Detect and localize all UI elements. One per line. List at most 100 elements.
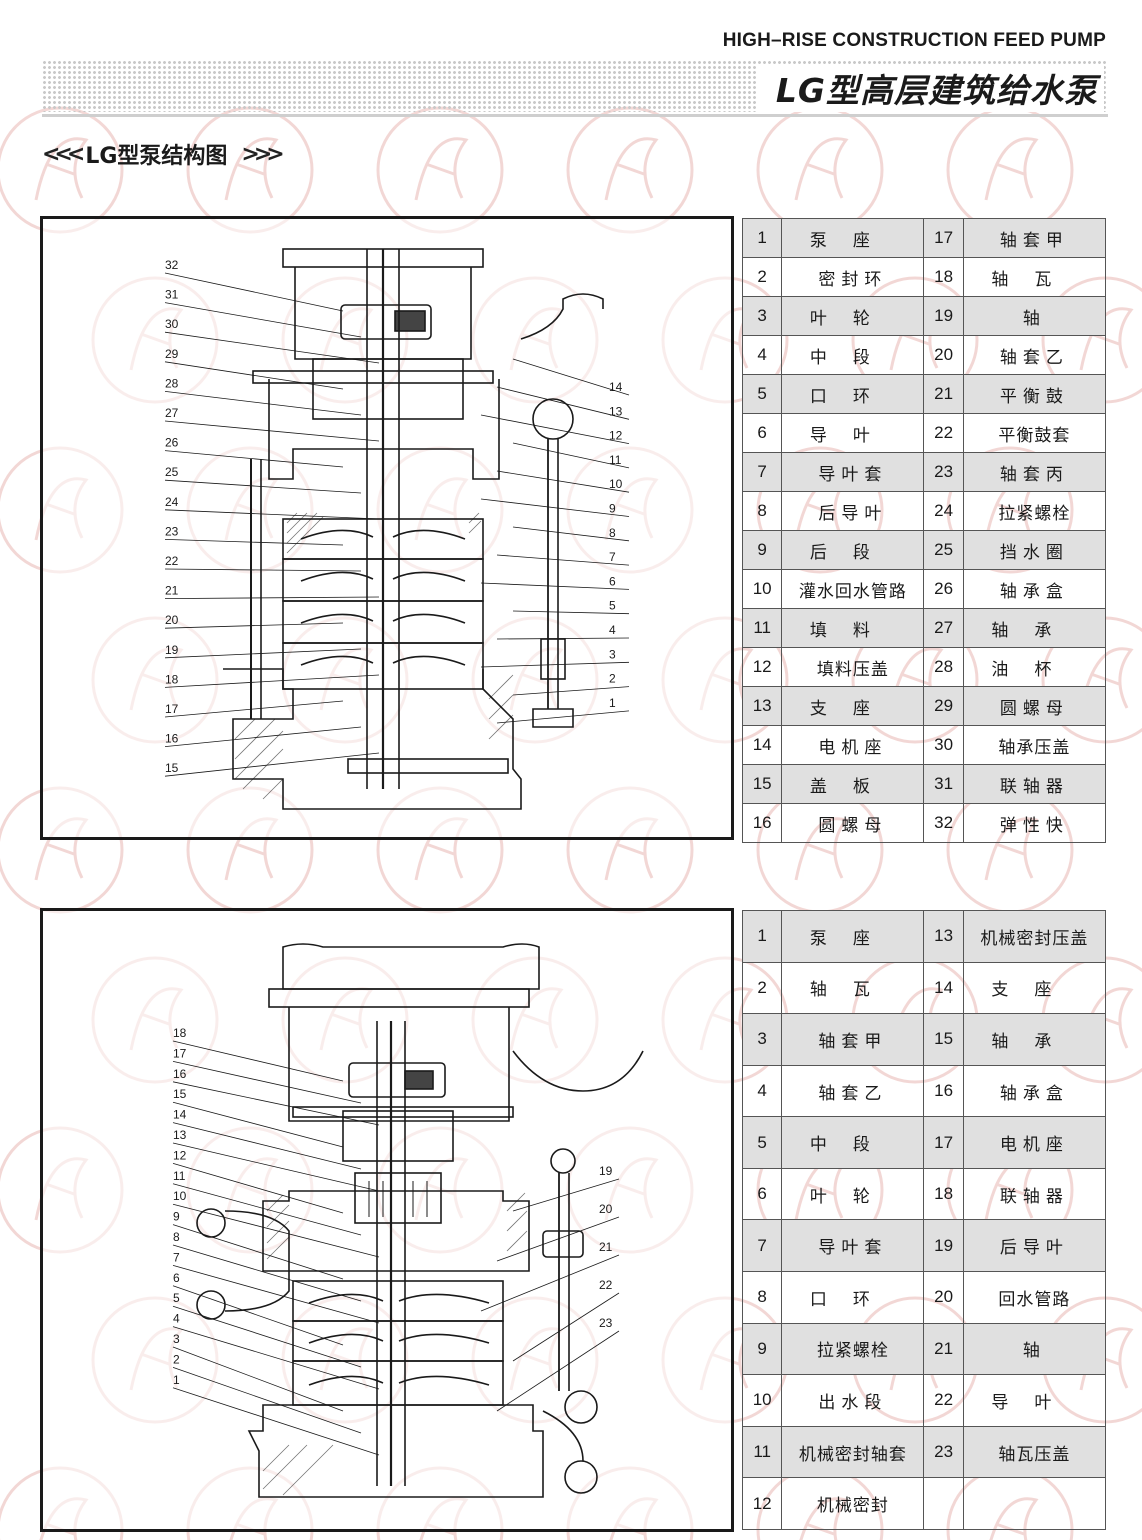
part-number: 4 bbox=[741, 1064, 783, 1118]
header-english-title: HIGH–RISE CONSTRUCTION FEED PUMP bbox=[722, 30, 1106, 51]
callout-leader-line bbox=[480, 498, 630, 517]
callout-leader-line bbox=[164, 391, 362, 416]
part-number: 19 bbox=[923, 296, 964, 336]
callout-leader-line bbox=[172, 1244, 362, 1302]
part-name: 泵座 bbox=[781, 910, 925, 963]
callout-leader-line bbox=[164, 622, 344, 629]
callout-label: 15 bbox=[165, 761, 179, 775]
part-number: 23 bbox=[923, 1425, 964, 1479]
part-name: 支座 bbox=[781, 686, 925, 726]
part-name: 轴套甲 bbox=[962, 218, 1107, 258]
callout-label: 21 bbox=[165, 584, 179, 598]
callout-label: 5 bbox=[173, 1291, 180, 1305]
callout-label: 7 bbox=[609, 550, 616, 564]
mechanical-seal bbox=[354, 1172, 442, 1224]
part-number: 27 bbox=[923, 608, 964, 648]
callout-leader-line bbox=[172, 1305, 362, 1368]
callout-leader-line bbox=[172, 1346, 344, 1412]
part-name: 弹性快 bbox=[962, 803, 1107, 843]
pump-drawing-1: 3231302928272625242322212019181716151413… bbox=[164, 248, 630, 810]
callout-label: 20 bbox=[165, 613, 179, 627]
watermark-logo-icon bbox=[0, 106, 124, 234]
part-name: 中段 bbox=[781, 335, 925, 375]
part-name: 轴瓦 bbox=[962, 257, 1107, 297]
callout-label: 3 bbox=[173, 1332, 180, 1346]
part-number: 26 bbox=[923, 569, 964, 609]
callout-label: 22 bbox=[599, 1278, 613, 1292]
coupling bbox=[340, 304, 432, 340]
motor-base bbox=[282, 943, 540, 990]
callout-label: 5 bbox=[609, 599, 616, 613]
part-number: 7 bbox=[741, 1219, 783, 1273]
callout-leader-line bbox=[496, 1216, 620, 1262]
callout-label: 3 bbox=[609, 647, 616, 661]
callout-label: 4 bbox=[609, 623, 616, 637]
section-title: LG型泵结构图 bbox=[85, 144, 228, 169]
part-number: 17 bbox=[923, 218, 964, 258]
part-name: 联轴器 bbox=[962, 1167, 1107, 1221]
callout-leader-line bbox=[512, 686, 630, 696]
callout-label: 30 bbox=[165, 317, 179, 331]
callout-leader-line bbox=[164, 596, 380, 599]
callout-label: 15 bbox=[173, 1087, 187, 1101]
callout-leader-line bbox=[164, 568, 362, 572]
part-name: 机械密封轴套 bbox=[781, 1425, 925, 1479]
stage-casing-3 bbox=[292, 1360, 504, 1406]
part-number: 4 bbox=[741, 335, 783, 375]
callout-label: 17 bbox=[173, 1046, 187, 1060]
part-number: 1 bbox=[741, 910, 783, 963]
part-name: 轴 bbox=[962, 296, 1107, 336]
callout-label: 17 bbox=[165, 702, 179, 716]
callout-label: 6 bbox=[609, 574, 616, 588]
callout-leader-line bbox=[172, 1285, 344, 1346]
callout-leader-line bbox=[164, 674, 380, 688]
callout-leader-line bbox=[164, 302, 362, 338]
callout-label: 2 bbox=[609, 672, 616, 686]
callout-label: 11 bbox=[609, 453, 622, 467]
part-number: 18 bbox=[923, 1167, 964, 1221]
callout-leader-line bbox=[164, 331, 380, 364]
callout-leader-line bbox=[164, 450, 344, 468]
part-number: 20 bbox=[923, 335, 964, 375]
pump-base bbox=[223, 668, 522, 810]
header-chinese-title: LG型高层建筑给水泵 bbox=[755, 64, 1104, 112]
callout-label: 26 bbox=[165, 436, 179, 450]
callout-leader-line bbox=[164, 648, 362, 659]
part-name: 叶轮 bbox=[781, 1167, 925, 1221]
part-number: 13 bbox=[923, 910, 964, 963]
part-name: 油杯 bbox=[962, 647, 1107, 687]
callout-label: 25 bbox=[165, 465, 179, 479]
part-number: 21 bbox=[923, 374, 964, 414]
callout-leader-line bbox=[172, 1061, 362, 1104]
callout-leader-line bbox=[512, 1292, 620, 1362]
part-number: 5 bbox=[741, 1116, 783, 1169]
part-number: 2 bbox=[741, 961, 783, 1015]
part-name: 轴瓦压盖 bbox=[962, 1425, 1107, 1479]
part-number: 10 bbox=[741, 1374, 783, 1427]
callout-leader-line bbox=[496, 1330, 620, 1412]
callout-leader-line bbox=[172, 1326, 380, 1390]
callout-label: 1 bbox=[609, 696, 616, 710]
chevron-right-icon: >>> bbox=[241, 141, 284, 167]
callout-leader-line bbox=[164, 539, 344, 546]
part-name: 出水段 bbox=[781, 1374, 925, 1427]
coupling bbox=[348, 1062, 446, 1098]
callout-leader-line bbox=[164, 509, 380, 520]
callout-leader-line bbox=[512, 610, 630, 615]
motor-seat-flange bbox=[268, 988, 530, 1008]
callout-label: 12 bbox=[609, 429, 623, 443]
part-name: 轴套丙 bbox=[962, 452, 1107, 492]
part-name: 填料压盖 bbox=[781, 647, 925, 687]
part-name: 支座 bbox=[962, 961, 1107, 1015]
callout-leader-line bbox=[480, 582, 630, 590]
part-name: 后导叶 bbox=[962, 1219, 1107, 1273]
callout-leader-line bbox=[172, 1203, 380, 1258]
part-number: 8 bbox=[741, 1271, 783, 1324]
